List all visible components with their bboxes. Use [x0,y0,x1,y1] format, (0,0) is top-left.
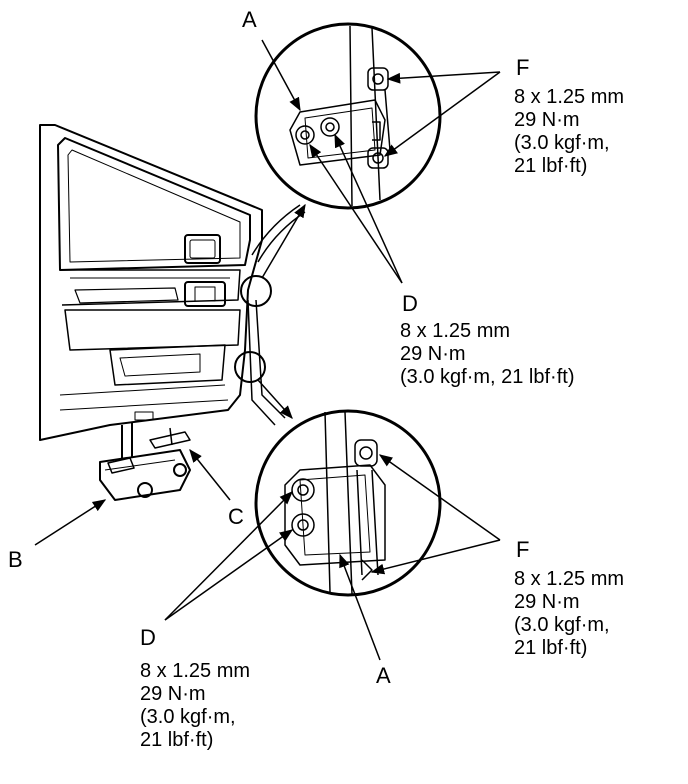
upper-hinge-detail-circle [254,22,442,210]
spec-f-bottom: 8 x 1.25 mm 29 N·m (3.0 kgf·m, 21 lbf·ft… [514,568,625,659]
spec-d-bottom: 8 x 1.25 mm 29 N·m (3.0 kgf·m, 21 lbf·ft… [140,660,251,751]
side-mirror [184,234,221,264]
leader-b [34,499,107,546]
leader-f-bottom-1 [378,454,501,541]
lower-hinge-marker [234,351,266,383]
leader-f-top-2 [383,71,501,157]
label-b: B [8,547,23,572]
upper-hinge-marker [240,275,272,307]
leader-a-bottom [339,553,381,661]
leader-d-bottom-2 [164,529,294,621]
leader-d-bottom-1 [164,491,293,621]
door-outline [39,124,263,441]
leader-c [189,448,231,501]
floor-jack [99,423,191,501]
leader-d-mid-2 [334,133,403,284]
label-f-bottom: F [516,537,530,562]
label-d-middle: D [402,291,418,316]
wood-block [107,457,135,474]
label-c: C [228,504,244,529]
leader-d-mid-1 [309,143,403,284]
leader-a-top [261,39,301,112]
door-window-frame [57,137,251,271]
spec-d-middle: 8 x 1.25 mm 29 N·m (3.0 kgf·m, 21 lbf·ft… [400,320,575,388]
leader-f-top-1 [386,71,501,84]
inner-door-handle [184,281,226,307]
label-a-bottom: A [376,663,391,688]
lower-hinge-detail-circle [254,409,442,597]
spec-f-top: 8 x 1.25 mm 29 N·m (3.0 kgf·m, 21 lbf·ft… [514,86,625,177]
label-a-top: A [242,7,257,32]
upper-hinge-detail [289,25,391,207]
label-f-top: F [516,55,530,80]
label-d-bottom: D [140,625,156,650]
lower-hinge-detail [284,411,386,595]
leader-f-bottom-2 [370,539,501,575]
